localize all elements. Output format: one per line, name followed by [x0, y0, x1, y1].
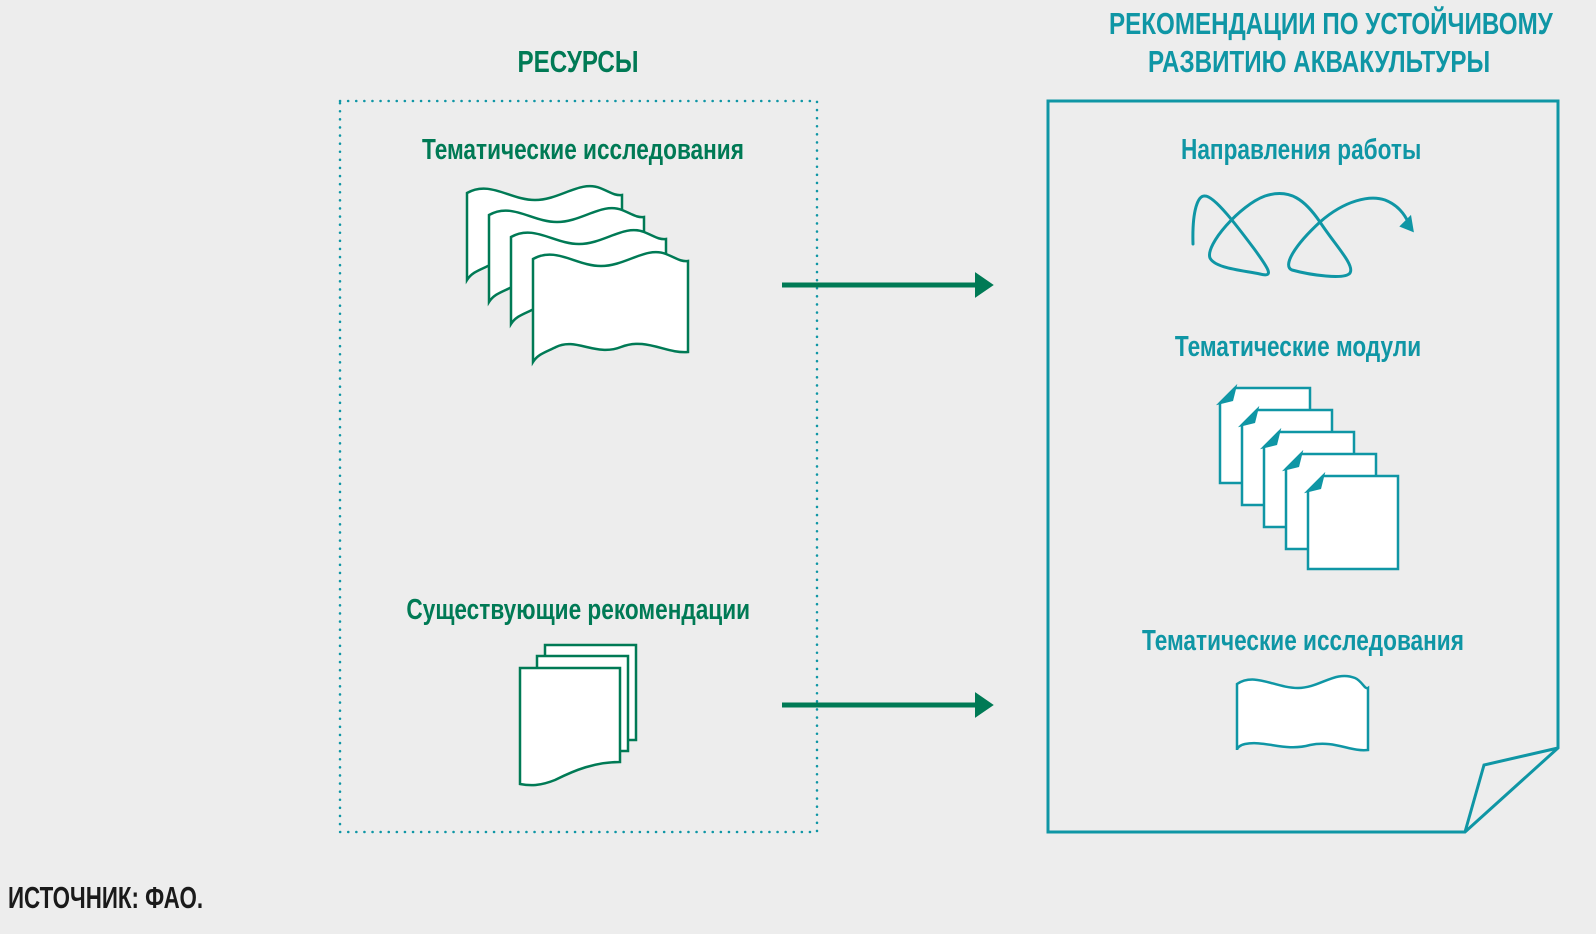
looping-arrow-icon	[1191, 192, 1414, 278]
resources-box	[338, 99, 819, 834]
wavy-page-icon	[1235, 674, 1370, 752]
wavy-pages-stack-icon	[465, 185, 690, 367]
arrow-existing-guidelines	[782, 692, 994, 718]
guidelines-title-line1: РЕКОМЕНДАЦИИ ПО УСТОЙЧИВОМУ	[1109, 6, 1553, 41]
document-stack-icon	[518, 643, 638, 787]
folded-corner-icon	[1463, 746, 1559, 833]
thematic-modules-label: Тематические модули	[1174, 331, 1422, 363]
resources-title: РЕСУРСЫ	[517, 44, 639, 79]
resource-case-studies-label: Тематические исследования	[422, 134, 744, 166]
guidelines-title-line2: РАЗВИТИЮ АКВАКУЛЬТУРЫ	[1148, 44, 1491, 79]
module-pages-stack-icon	[1215, 383, 1400, 571]
resource-existing-guidelines-label: Существующие рекомендации	[406, 594, 751, 626]
right-case-studies-label: Тематические исследования	[1142, 625, 1464, 657]
ways-of-working-label: Направления работы	[1181, 134, 1422, 166]
arrow-case-studies	[782, 272, 994, 298]
source-note: ИСТОЧНИК: ФАО.	[8, 880, 204, 915]
guidelines-document-frame	[1046, 99, 1560, 834]
